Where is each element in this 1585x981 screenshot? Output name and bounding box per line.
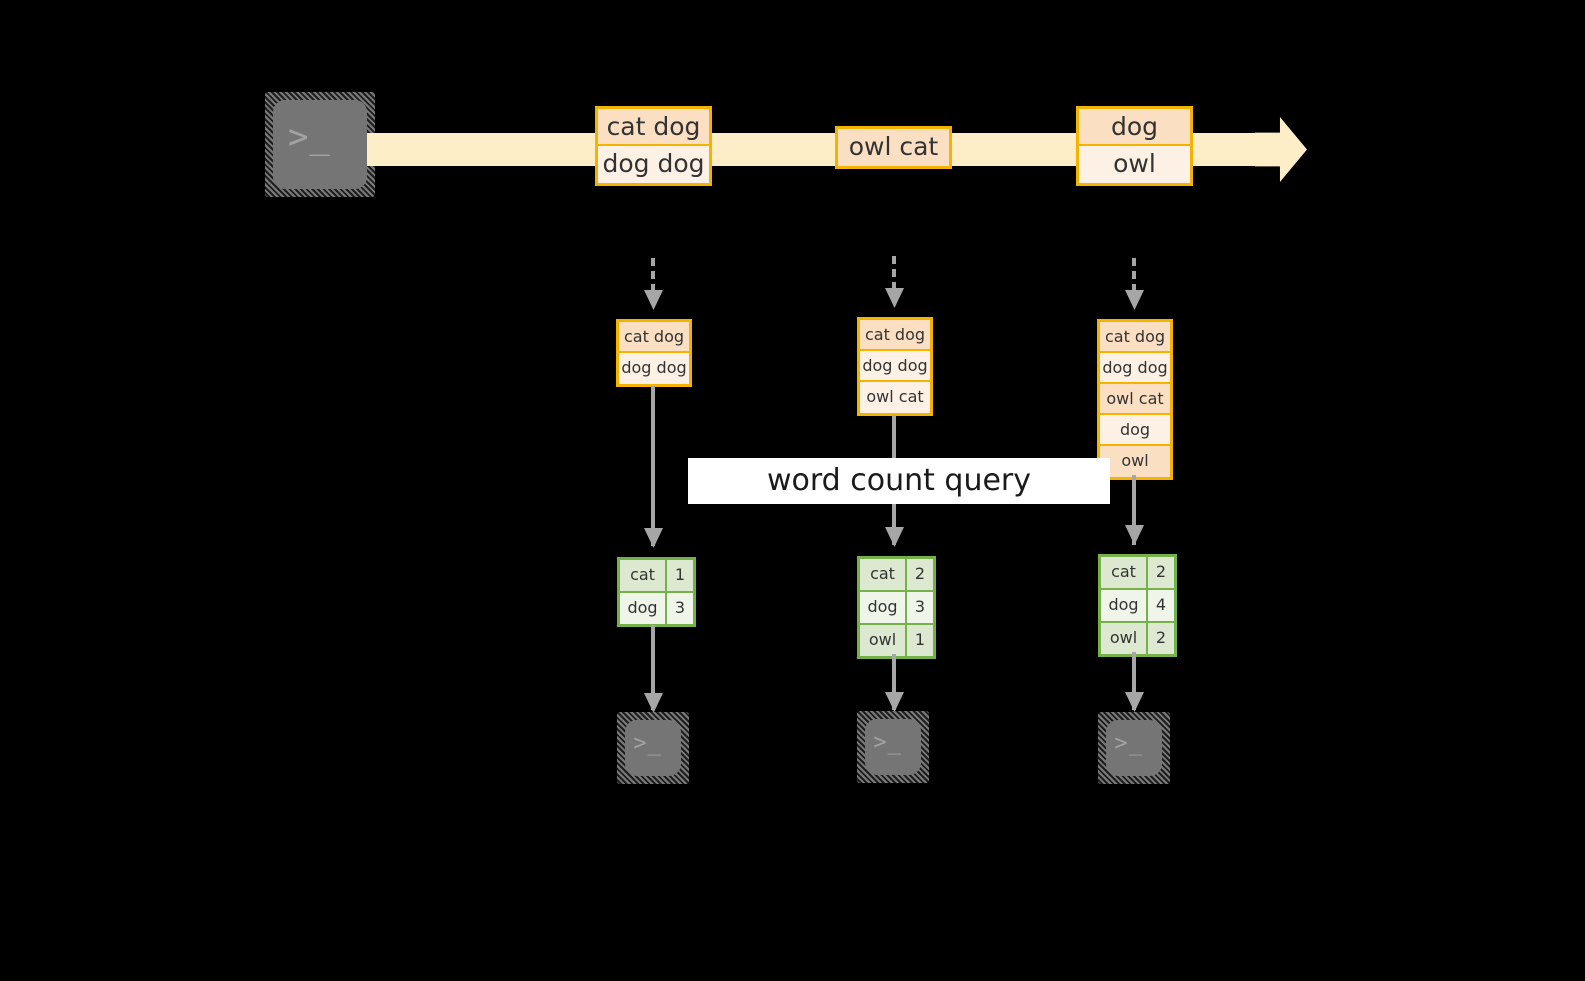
count-cell: 1 [907, 625, 933, 656]
result-table-3: cat 2 dog 4 owl 2 [1098, 554, 1177, 657]
accumulated-line: owl [1100, 446, 1170, 477]
terminal-prompt-glyph: >_ [1114, 731, 1143, 757]
stream-record-line: cat dog [598, 109, 709, 146]
count-cell: 1 [667, 560, 693, 591]
table-row: cat 2 [1101, 557, 1174, 590]
sink-connector-3 [1132, 652, 1136, 710]
word-cell: owl [860, 625, 907, 656]
count-cell: 3 [907, 592, 933, 623]
accumulated-input-2: cat dog dog dog owl cat [857, 317, 933, 416]
table-row: dog 3 [860, 592, 933, 625]
sink-connector-1 [651, 625, 655, 710]
sink-terminal-icon-1: >_ [617, 712, 689, 784]
accumulated-line: cat dog [860, 320, 930, 351]
terminal-screen: >_ [865, 719, 921, 775]
query-arrowhead-1 [644, 528, 663, 548]
stream-arrow-head [1255, 117, 1307, 182]
word-cell: dog [1101, 590, 1148, 621]
accumulated-line: dog [1100, 415, 1170, 446]
query-arrowhead-2 [885, 527, 904, 547]
query-arrowhead-3 [1125, 525, 1144, 545]
word-cell: cat [620, 560, 667, 591]
source-terminal-icon: >_ [265, 92, 375, 197]
stream-tap-arrowhead-3 [1125, 290, 1144, 310]
count-cell: 3 [667, 593, 693, 624]
word-cell: cat [1101, 557, 1148, 588]
sink-terminal-icon-3: >_ [1098, 712, 1170, 784]
stream-record-line: owl cat [838, 129, 949, 166]
sink-connector-2 [892, 654, 896, 710]
sink-terminal-icon-2: >_ [857, 711, 929, 783]
query-connector-1 [651, 386, 655, 546]
table-row: cat 1 [620, 560, 693, 593]
table-row: cat 2 [860, 559, 933, 592]
terminal-screen: >_ [1106, 720, 1162, 776]
stream-record-2: owl cat [835, 126, 952, 169]
accumulated-line: owl cat [860, 382, 930, 413]
accumulated-line: cat dog [619, 322, 689, 353]
accumulated-line: owl cat [1100, 384, 1170, 415]
table-row: owl 2 [1101, 623, 1174, 654]
count-cell: 2 [907, 559, 933, 590]
sink-arrowhead-1 [644, 693, 663, 713]
table-row: dog 3 [620, 593, 693, 624]
accumulated-line: dog dog [619, 353, 689, 384]
stream-record-1: cat dog dog dog [595, 106, 712, 186]
accumulated-input-3: cat dog dog dog owl cat dog owl [1097, 319, 1173, 480]
stream-tap-arrowhead-2 [885, 288, 904, 308]
stream-tap-connector-1 [651, 258, 655, 292]
word-cell: dog [860, 592, 907, 623]
stream-record-line: dog dog [598, 146, 709, 183]
terminal-screen: >_ [273, 100, 367, 189]
word-cell: owl [1101, 623, 1148, 654]
accumulated-input-1: cat dog dog dog [616, 319, 692, 387]
count-cell: 4 [1148, 590, 1174, 621]
sink-arrowhead-2 [885, 692, 904, 712]
table-row: dog 4 [1101, 590, 1174, 623]
query-label: word count query [688, 458, 1110, 504]
terminal-prompt-glyph: >_ [633, 731, 662, 757]
count-cell: 2 [1148, 557, 1174, 588]
query-connector-3 [1132, 475, 1136, 545]
sink-arrowhead-3 [1125, 692, 1144, 712]
accumulated-line: dog dog [1100, 353, 1170, 384]
result-table-2: cat 2 dog 3 owl 1 [857, 556, 936, 659]
word-cell: cat [860, 559, 907, 590]
stream-tap-connector-2 [892, 256, 896, 290]
word-cell: dog [620, 593, 667, 624]
stream-record-line: owl [1079, 146, 1190, 183]
terminal-prompt-glyph: >_ [873, 730, 902, 756]
table-row: owl 1 [860, 625, 933, 656]
result-table-1: cat 1 dog 3 [617, 557, 696, 627]
terminal-screen: >_ [625, 720, 681, 776]
accumulated-line: dog dog [860, 351, 930, 382]
stream-record-3: dog owl [1076, 106, 1193, 186]
terminal-prompt-glyph: >_ [288, 116, 331, 157]
count-cell: 2 [1148, 623, 1174, 654]
stream-record-line: dog [1079, 109, 1190, 146]
stream-tap-connector-3 [1132, 258, 1136, 292]
stream-tap-arrowhead-1 [644, 290, 663, 310]
accumulated-line: cat dog [1100, 322, 1170, 353]
